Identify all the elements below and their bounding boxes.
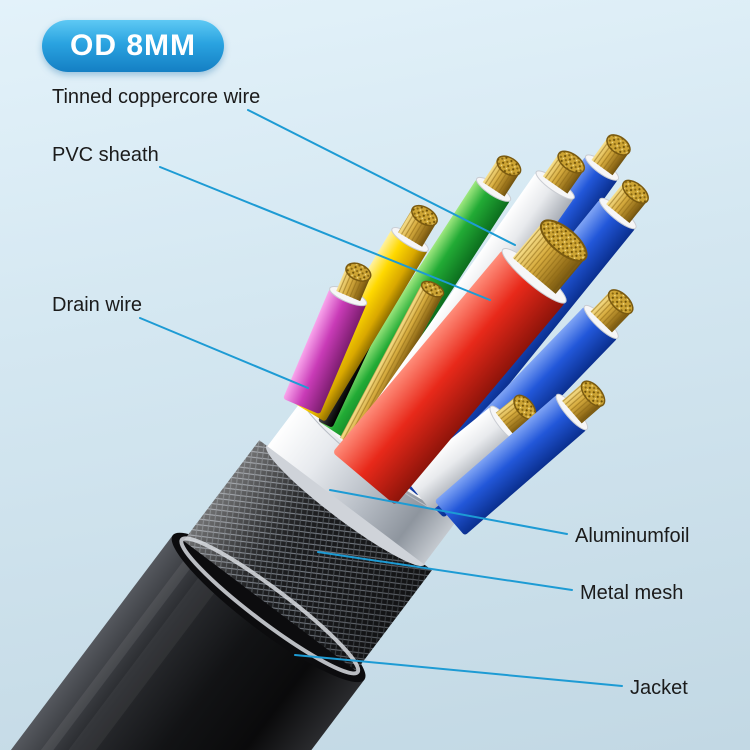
leader-lines [139, 109, 623, 687]
wire-bare-copper [339, 280, 445, 450]
label-pvc-sheath: PVC sheath [52, 144, 159, 166]
leader-line-aluminum-foil [329, 489, 568, 535]
jacket-sheen [0, 562, 228, 750]
leader-line-jacket [294, 654, 623, 687]
copper-core-tip [557, 150, 586, 174]
copper-core-tip [580, 380, 606, 407]
copper-core-tip [411, 204, 438, 227]
od-badge: OD 8MM [42, 20, 224, 72]
mesh-rim [179, 536, 361, 676]
cable [0, 134, 649, 750]
leader-line-metal-mesh [317, 551, 573, 591]
wire-red-pvc [334, 219, 588, 504]
leader-line-drain-wire [139, 317, 309, 389]
label-aluminum-foil: Aluminumfoil [575, 525, 690, 547]
cable-jacket [0, 535, 365, 750]
copper-core-tip [496, 155, 522, 177]
copper-core-tip [539, 219, 588, 262]
aluminum-foil-band [267, 398, 460, 565]
wire-drain-magenta [283, 262, 372, 414]
label-tinned-coppercore-wire: Tinned coppercore wire [52, 86, 261, 108]
copper-core-tip [607, 289, 634, 315]
label-metal-mesh: Metal mesh [580, 582, 684, 604]
copper-core-tip [345, 262, 372, 282]
jacket-end-cap [171, 532, 366, 683]
leader-line-pvc-sheath [159, 166, 491, 301]
copper-core-tip [420, 280, 445, 298]
wire-blue-3 [435, 380, 606, 535]
leader-line-tinned-copper [247, 109, 516, 246]
label-jacket: Jacket [630, 677, 688, 699]
copper-core-tip [606, 134, 631, 156]
jacket-sheen [0, 549, 200, 750]
copper-core-tip [622, 179, 649, 204]
label-drain-wire: Drain wire [52, 294, 143, 316]
mesh-sheen [183, 440, 432, 671]
